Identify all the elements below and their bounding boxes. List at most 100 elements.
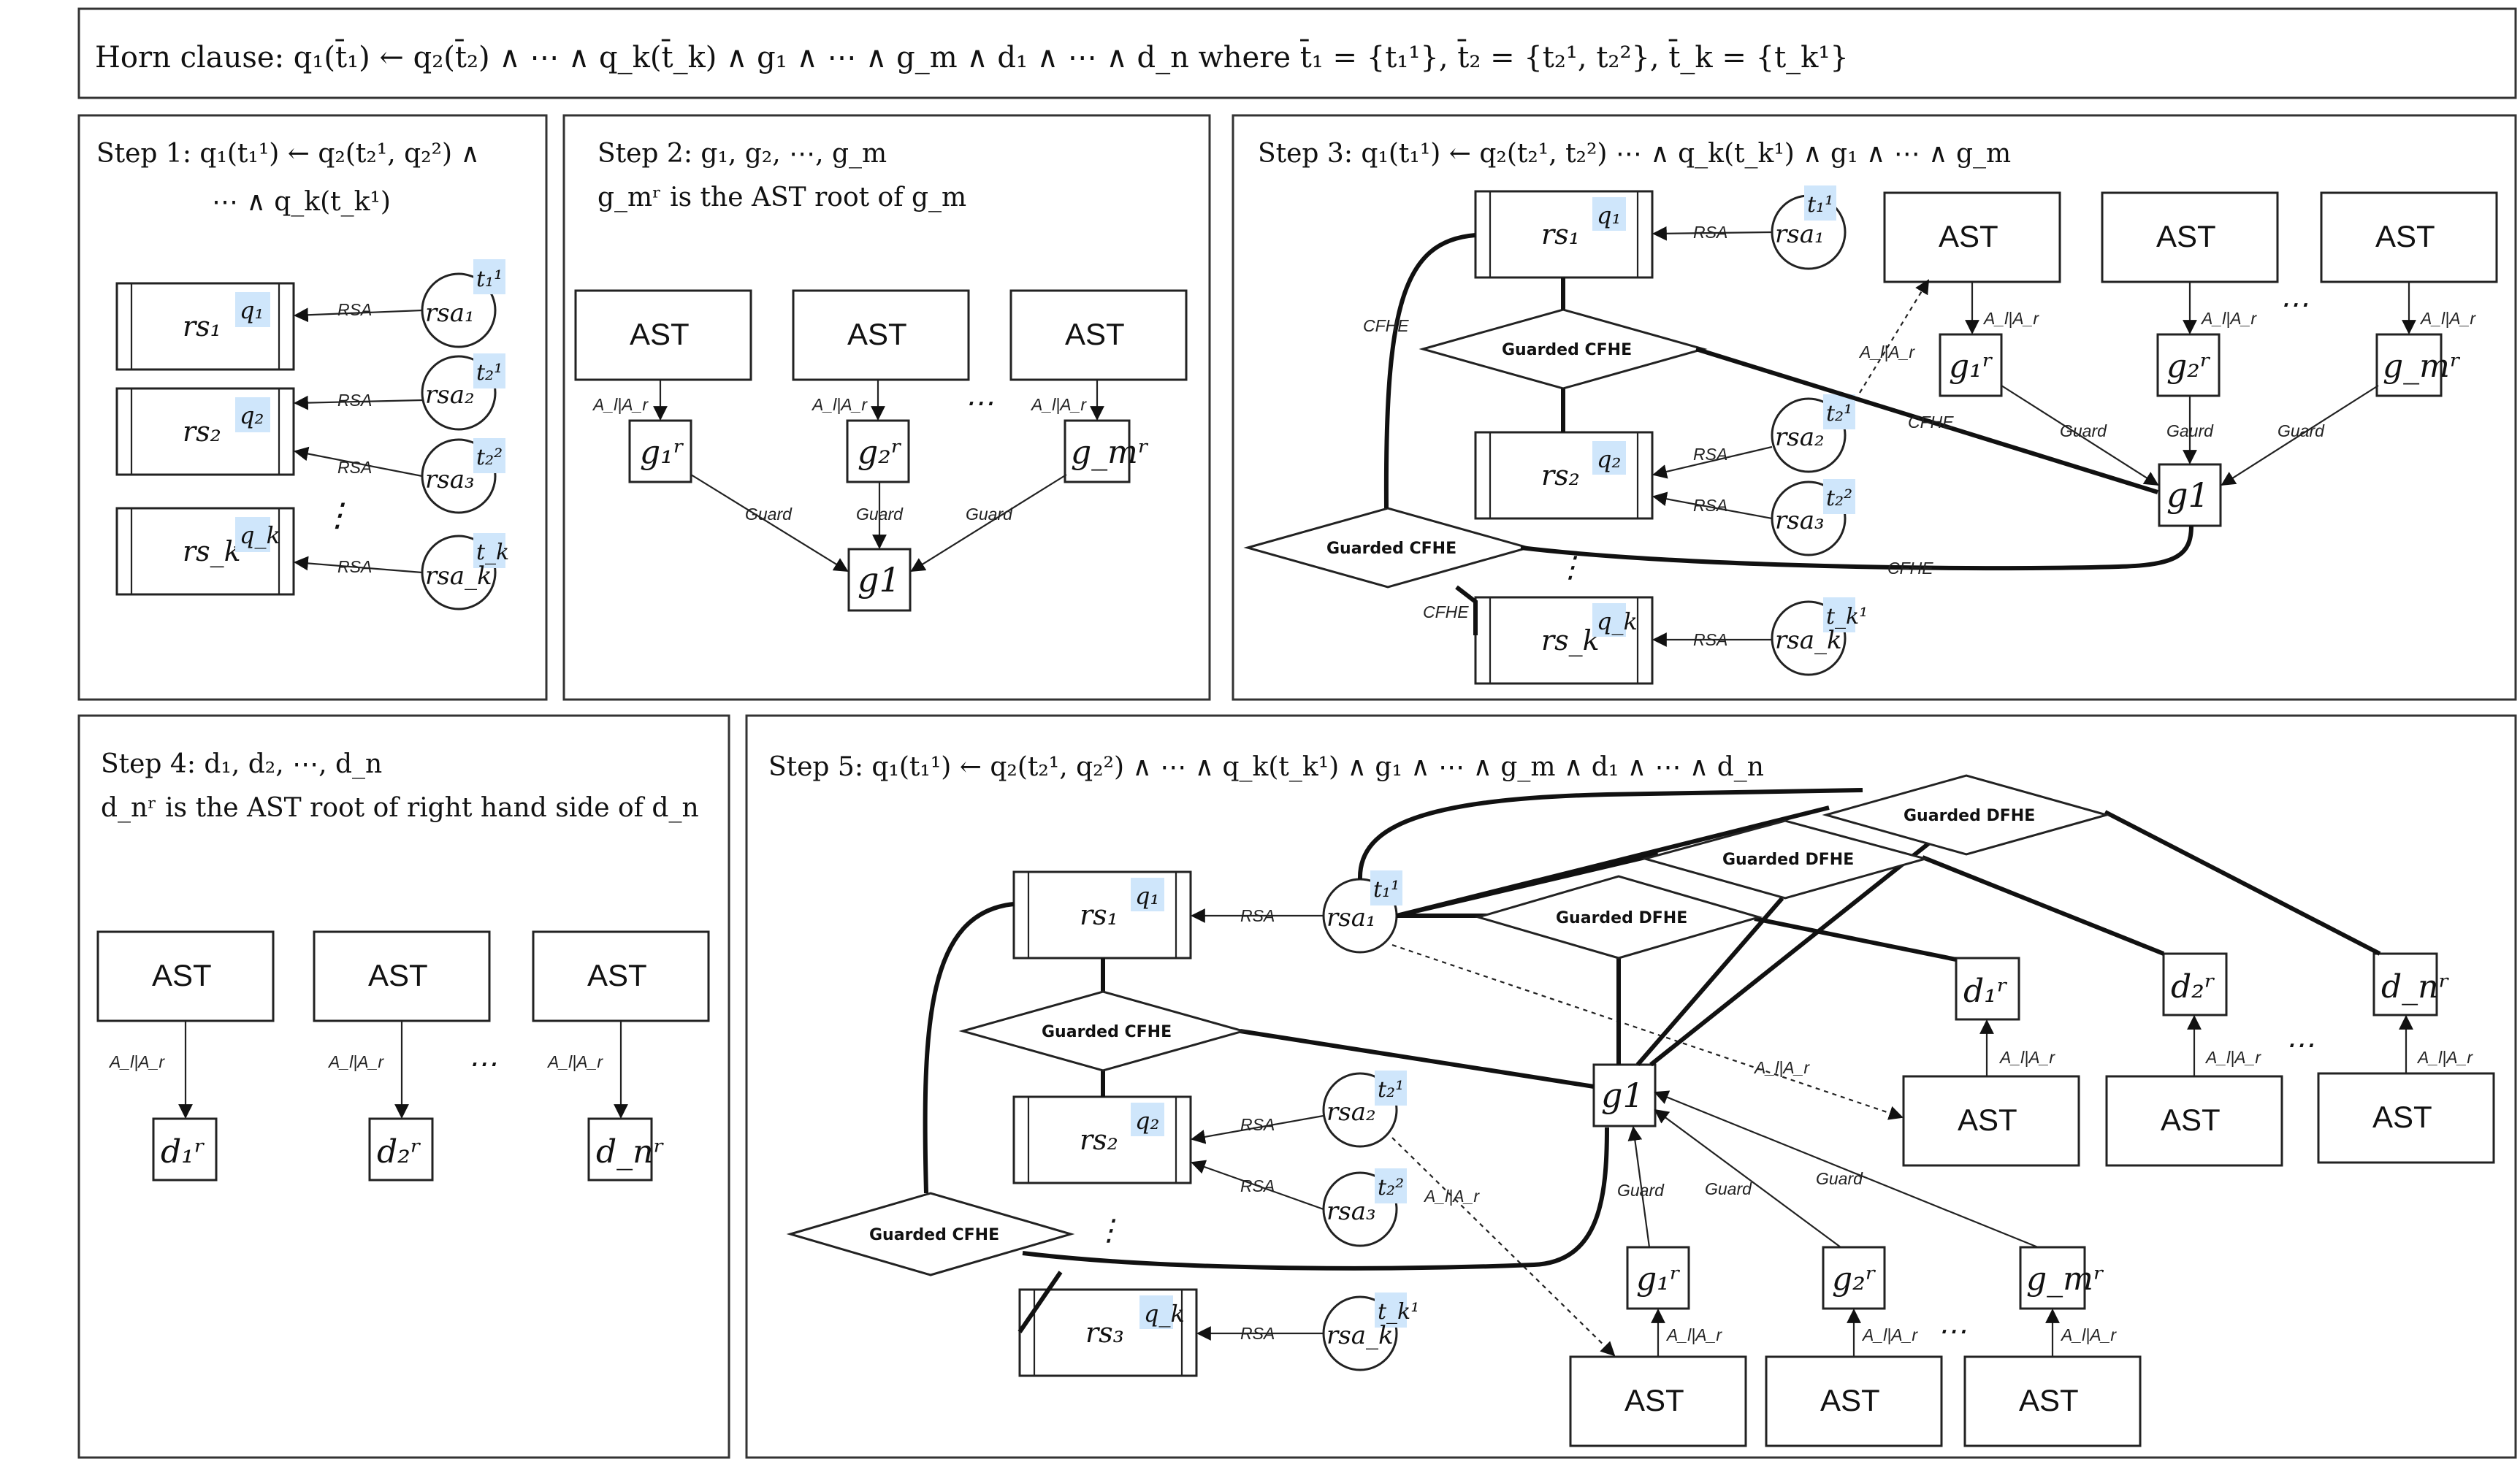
horn-clause-title: Horn clause: q₁(t̄₁) ← q₂(t̄₂) ∧ ⋯ ∧ q_k… xyxy=(95,39,1849,74)
ast-box: AST xyxy=(2375,219,2435,253)
qk-tag: q_k xyxy=(240,521,280,549)
rsak: rsa_k xyxy=(1775,626,1842,655)
alar-label: A_l|A_r xyxy=(327,1052,384,1071)
alar-label: A_l|A_r xyxy=(108,1052,165,1071)
alar-label: A_l|A_r xyxy=(2204,1048,2261,1067)
alar-label: A_l|A_r xyxy=(2419,309,2476,328)
alar-label: A_l|A_r xyxy=(1982,309,2039,328)
alar-label: A_l|A_r xyxy=(1030,395,1087,414)
g2r: g₂ʳ xyxy=(858,434,902,471)
step2-roots: g₁ʳ g₂ʳ g_mʳ g1 xyxy=(628,419,1149,612)
rsa-edge-label: RSA xyxy=(337,300,372,319)
step5-cfhe-dfhe-structure: Guarded CFHE Guarded CFHE Guarded DFHE G… xyxy=(786,774,2381,1333)
ast-box: AST xyxy=(1065,317,1125,351)
guard-label: Guard xyxy=(1816,1169,1863,1188)
vdots: ⋮ xyxy=(1556,551,1585,584)
tk1: t_k¹ xyxy=(1378,1299,1419,1325)
g1r: g₁ʳ xyxy=(640,434,684,471)
guarded-cfhe-diamond xyxy=(958,990,1248,1072)
step1-rs2: rs₂ q₂ xyxy=(115,387,295,476)
ast-box: AST xyxy=(2161,1103,2221,1137)
step3-rsa-edges: RSA RSA RSA RSA xyxy=(1652,223,1773,649)
ast-box: AST xyxy=(587,958,647,992)
ellipsis: ⋯ xyxy=(2279,288,2308,321)
t22: t₂² xyxy=(1378,1175,1404,1200)
t11: t₁¹ xyxy=(1373,877,1400,903)
alar-label: A_l|A_r xyxy=(1665,1325,1722,1344)
step4-title: Step 4: d₁, d₂, ⋯, d_n xyxy=(101,749,382,779)
step1-title-cont: ⋯ ∧ q_k(t_k¹) xyxy=(212,187,391,217)
q1-tag: q₁ xyxy=(1597,202,1621,229)
step1-vdots: ⋮ xyxy=(321,497,354,534)
vdots: ⋮ xyxy=(1094,1214,1123,1247)
step5-dotted-edges: A_l|A_r A_l|A_r xyxy=(1391,943,1904,1357)
rs2-label: rs₂ xyxy=(1541,459,1580,491)
guard-label: Guard xyxy=(856,505,904,524)
rsa-edge-label: RSA xyxy=(1693,496,1727,515)
t11: t₁¹ xyxy=(1807,192,1833,218)
guarded-dfhe-diamond xyxy=(1822,774,2111,856)
rsa-edge-label: RSA xyxy=(337,458,372,477)
ellipsis: ⋯ xyxy=(2285,1028,2314,1062)
ast-box: AST xyxy=(1624,1383,1684,1417)
rs1-label: rs₁ xyxy=(1080,899,1118,931)
g2r: g₂ʳ xyxy=(2166,348,2211,385)
g1r: g₁ʳ xyxy=(1949,348,1993,385)
rs2-label: rs₂ xyxy=(183,416,221,448)
alar-label: A_l|A_r xyxy=(1858,342,1915,361)
alar-label: A_l|A_r xyxy=(2200,309,2257,328)
rsa-edge-label: RSA xyxy=(337,557,372,576)
guarded-cfhe-label: Guarded CFHE xyxy=(1042,1023,1172,1041)
guard-label: Guard xyxy=(2277,421,2325,440)
d1r: d₁ʳ xyxy=(1963,973,2008,1010)
ast-box: AST xyxy=(1958,1103,2017,1137)
guard-label: Guard xyxy=(1705,1179,1752,1198)
rsa3: rsa₃ xyxy=(1775,506,1825,535)
dnr: d_nʳ xyxy=(596,1133,665,1171)
q1-tag: q₁ xyxy=(240,296,264,324)
step1-rs1: rs₁ q₁ xyxy=(115,282,295,371)
ellipsis: ⋯ xyxy=(964,386,993,420)
guarded-dfhe-label: Guarded DFHE xyxy=(1722,851,1854,869)
gaurd-label: Gaurd xyxy=(2166,421,2214,440)
d1r: d₁ʳ xyxy=(161,1133,205,1171)
q1-tag: q₁ xyxy=(1135,882,1159,910)
step5-title: Step 5: q₁(t₁¹) ← q₂(t₂¹, q₂²) ∧ ⋯ ∧ q_k… xyxy=(768,752,1764,782)
rsa-edge-label: RSA xyxy=(1240,1324,1275,1343)
qk-tag: q_k xyxy=(1144,1300,1185,1328)
rs1-label: rs₁ xyxy=(1541,218,1580,250)
t22: t₂² xyxy=(1826,486,1852,511)
step3-cfhe-structure: Guarded CFHE Guarded CFHE CFHE CFHE CFHE… xyxy=(1243,233,2193,635)
alar-label: A_l|A_r xyxy=(1998,1048,2055,1067)
step3-rs-boxes: rs₁ q₁ rs₂ q₂ rs_k q_k ⋮ xyxy=(1474,190,1654,685)
rsa1: rsa₁ xyxy=(1326,903,1376,933)
t21: t₂¹ xyxy=(1826,401,1852,426)
rs3-label: rs₃ xyxy=(1085,1317,1124,1349)
alar-label: A_l|A_r xyxy=(546,1052,603,1071)
guard-label: Guard xyxy=(745,505,793,524)
rsak: rsa_k xyxy=(425,562,492,591)
rsk-label: rs_k xyxy=(183,535,241,568)
guarded-cfhe-label: Guarded CFHE xyxy=(869,1226,999,1244)
step5-rs-boxes: rs₁ q₁ rs₂ q₂ rs₃ q_k ⋮ xyxy=(1012,870,1198,1377)
step4-subtitle: d_nʳ is the AST root of right hand side … xyxy=(101,793,699,823)
alar-label: A_l|A_r xyxy=(1423,1187,1480,1206)
gmr: g_mʳ xyxy=(2026,1260,2104,1298)
step1-title: Step 1: q₁(t₁¹) ← q₂(t₂¹, q₂²) ∧ xyxy=(96,139,480,169)
rsa-edge-label: RSA xyxy=(337,391,372,410)
dnr: d_nʳ xyxy=(2381,968,2450,1006)
cfhe-label: CFHE xyxy=(1363,316,1409,335)
alar-label: A_l|A_r xyxy=(1861,1325,1918,1344)
step2-title: Step 2: g₁, g₂, ⋯, g_m xyxy=(597,139,887,169)
rs1-label: rs₁ xyxy=(183,310,221,342)
rsa3: rsa₃ xyxy=(1326,1197,1376,1226)
step2-subtitle: g_mʳ is the AST root of g_m xyxy=(597,183,966,212)
t22: t₂² xyxy=(476,445,503,470)
tk: t_k xyxy=(476,540,509,565)
t11: t₁¹ xyxy=(476,267,503,292)
rsak: rsa_k xyxy=(1326,1321,1394,1350)
header-panel xyxy=(77,7,2517,99)
q2-tag: q₂ xyxy=(1135,1107,1159,1135)
step3-ast-row: AST AST AST ⋯ g₁ʳ g₂ʳ g_mʳ g1 xyxy=(1883,191,2498,527)
ast-box: AST xyxy=(368,958,428,992)
